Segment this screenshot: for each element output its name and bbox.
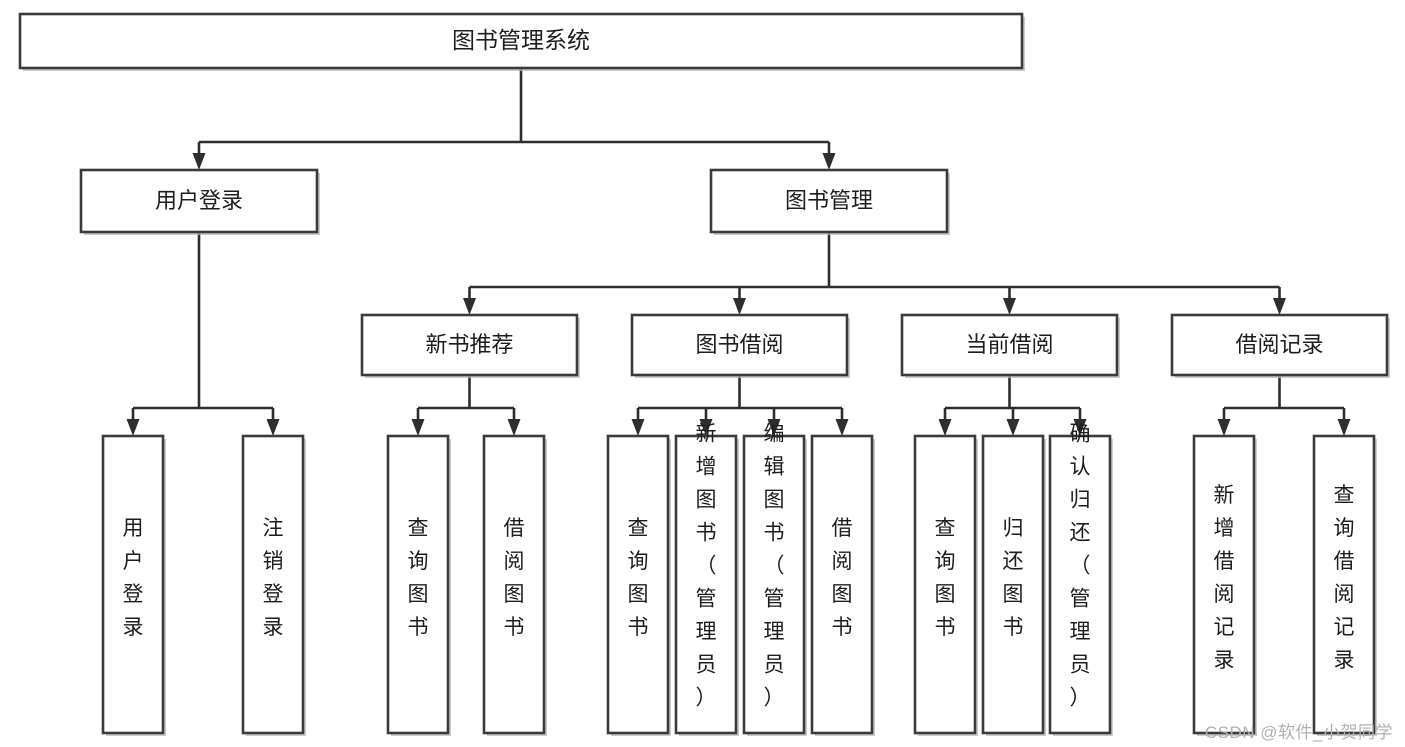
node-box[interactable] (606, 434, 670, 735)
arrow-head-icon (699, 419, 713, 436)
node-leaf-query-book-1[interactable]: 查询图书 (386, 434, 451, 736)
node-leaf-add-record[interactable]: 新增借阅记录 (1192, 434, 1257, 736)
arrow-head-icon (507, 419, 521, 436)
node-leaf-return-book[interactable]: 归还图书 (981, 434, 1046, 736)
node-label: 当前借阅 (965, 332, 1053, 357)
node-leaf-query-record[interactable]: 查询借阅记录 (1312, 434, 1377, 736)
arrow-head-icon (822, 153, 836, 170)
node-box[interactable] (482, 434, 546, 735)
node-book-borrow[interactable]: 图书借阅 (630, 313, 850, 378)
node-label: 归还图书 (1003, 517, 1024, 639)
node-current-borrow[interactable]: 当前借阅 (900, 313, 1120, 378)
node-box[interactable] (1192, 434, 1256, 735)
node-box[interactable] (241, 434, 305, 735)
node-label: 借阅图书 (832, 517, 853, 639)
node-box[interactable] (1312, 434, 1376, 735)
node-label: 借阅记录 (1235, 332, 1323, 357)
node-box[interactable] (1170, 313, 1389, 377)
arrow-head-icon (463, 298, 476, 315)
node-leaf-query-book-3[interactable]: 查询图书 (913, 434, 978, 736)
node-borrow-record[interactable]: 借阅记录 (1170, 313, 1390, 378)
node-box[interactable] (386, 434, 450, 735)
arrow-head-icon (1073, 419, 1087, 436)
node-label: 图书借阅 (695, 332, 783, 357)
node-box[interactable] (360, 313, 579, 377)
node-label: 查询图书 (408, 517, 429, 639)
arrow-head-icon (733, 298, 746, 315)
node-label: 用户登录 (123, 517, 144, 639)
arrow-head-icon (767, 419, 781, 436)
node-leaf-borrow-book-1[interactable]: 借阅图书 (482, 434, 547, 736)
arrow-head-icon (938, 419, 952, 436)
node-label: 借阅图书 (504, 517, 525, 639)
node-label: 图书管理 (785, 188, 873, 213)
arrow-head-icon (1003, 298, 1016, 315)
node-box[interactable] (1048, 434, 1112, 735)
node-box[interactable] (913, 434, 977, 735)
node-leaf-user-logout[interactable]: 注销登录 (241, 434, 306, 736)
node-label: 编辑图书（管理员） (764, 423, 785, 710)
node-box[interactable] (742, 434, 806, 735)
arrow-head-icon (411, 419, 425, 436)
arrow-head-icon (1273, 298, 1286, 315)
node-layer: 图书管理系统用户登录图书管理新书推荐图书借阅当前借阅借阅记录用户登录注销登录查询… (18, 12, 1390, 737)
node-label: 注销登录 (263, 517, 284, 639)
node-leaf-borrow-book-2[interactable]: 借阅图书 (810, 434, 875, 736)
node-box[interactable] (900, 313, 1119, 377)
arrow-head-icon (1217, 419, 1231, 436)
arrow-head-icon (1006, 419, 1020, 436)
node-new-book-rec[interactable]: 新书推荐 (360, 313, 580, 378)
node-label: 查询图书 (628, 517, 649, 639)
arrow-head-icon (1337, 419, 1351, 436)
node-box[interactable] (18, 12, 1024, 70)
node-user-login[interactable]: 用户登录 (79, 168, 320, 235)
connector-layer (126, 68, 1351, 436)
node-box[interactable] (101, 434, 165, 735)
node-label: 新书推荐 (425, 332, 513, 357)
node-leaf-add-book[interactable]: 新增图书（管理员） (674, 423, 739, 737)
node-box[interactable] (674, 434, 738, 735)
node-box[interactable] (709, 168, 949, 234)
arrow-head-icon (126, 419, 140, 436)
node-box[interactable] (810, 434, 874, 735)
node-book-manage[interactable]: 图书管理 (709, 168, 950, 235)
node-label: 图书管理系统 (452, 27, 590, 53)
arrow-head-icon (631, 419, 645, 436)
node-leaf-query-book-2[interactable]: 查询图书 (606, 434, 671, 736)
node-label: 新增图书（管理员） (696, 423, 717, 710)
node-label: 查询图书 (935, 517, 956, 639)
node-label: 用户登录 (155, 188, 243, 213)
node-box[interactable] (630, 313, 849, 377)
node-leaf-user-login[interactable]: 用户登录 (101, 434, 166, 736)
node-box[interactable] (981, 434, 1045, 735)
node-leaf-confirm-return[interactable]: 确认归还（管理员） (1048, 423, 1113, 737)
node-label: 新增借阅记录 (1214, 484, 1235, 672)
node-label: 确认归还（管理员） (1070, 423, 1091, 710)
watermark-text: CSDN @软件_小贺同学 (1204, 723, 1393, 742)
arrow-head-icon (192, 153, 206, 170)
node-root[interactable]: 图书管理系统 (18, 12, 1025, 71)
arrow-head-icon (835, 419, 849, 436)
node-label: 查询借阅记录 (1334, 484, 1355, 672)
node-box[interactable] (79, 168, 319, 234)
node-leaf-edit-book[interactable]: 编辑图书（管理员） (742, 423, 807, 737)
arrow-head-icon (266, 419, 280, 436)
